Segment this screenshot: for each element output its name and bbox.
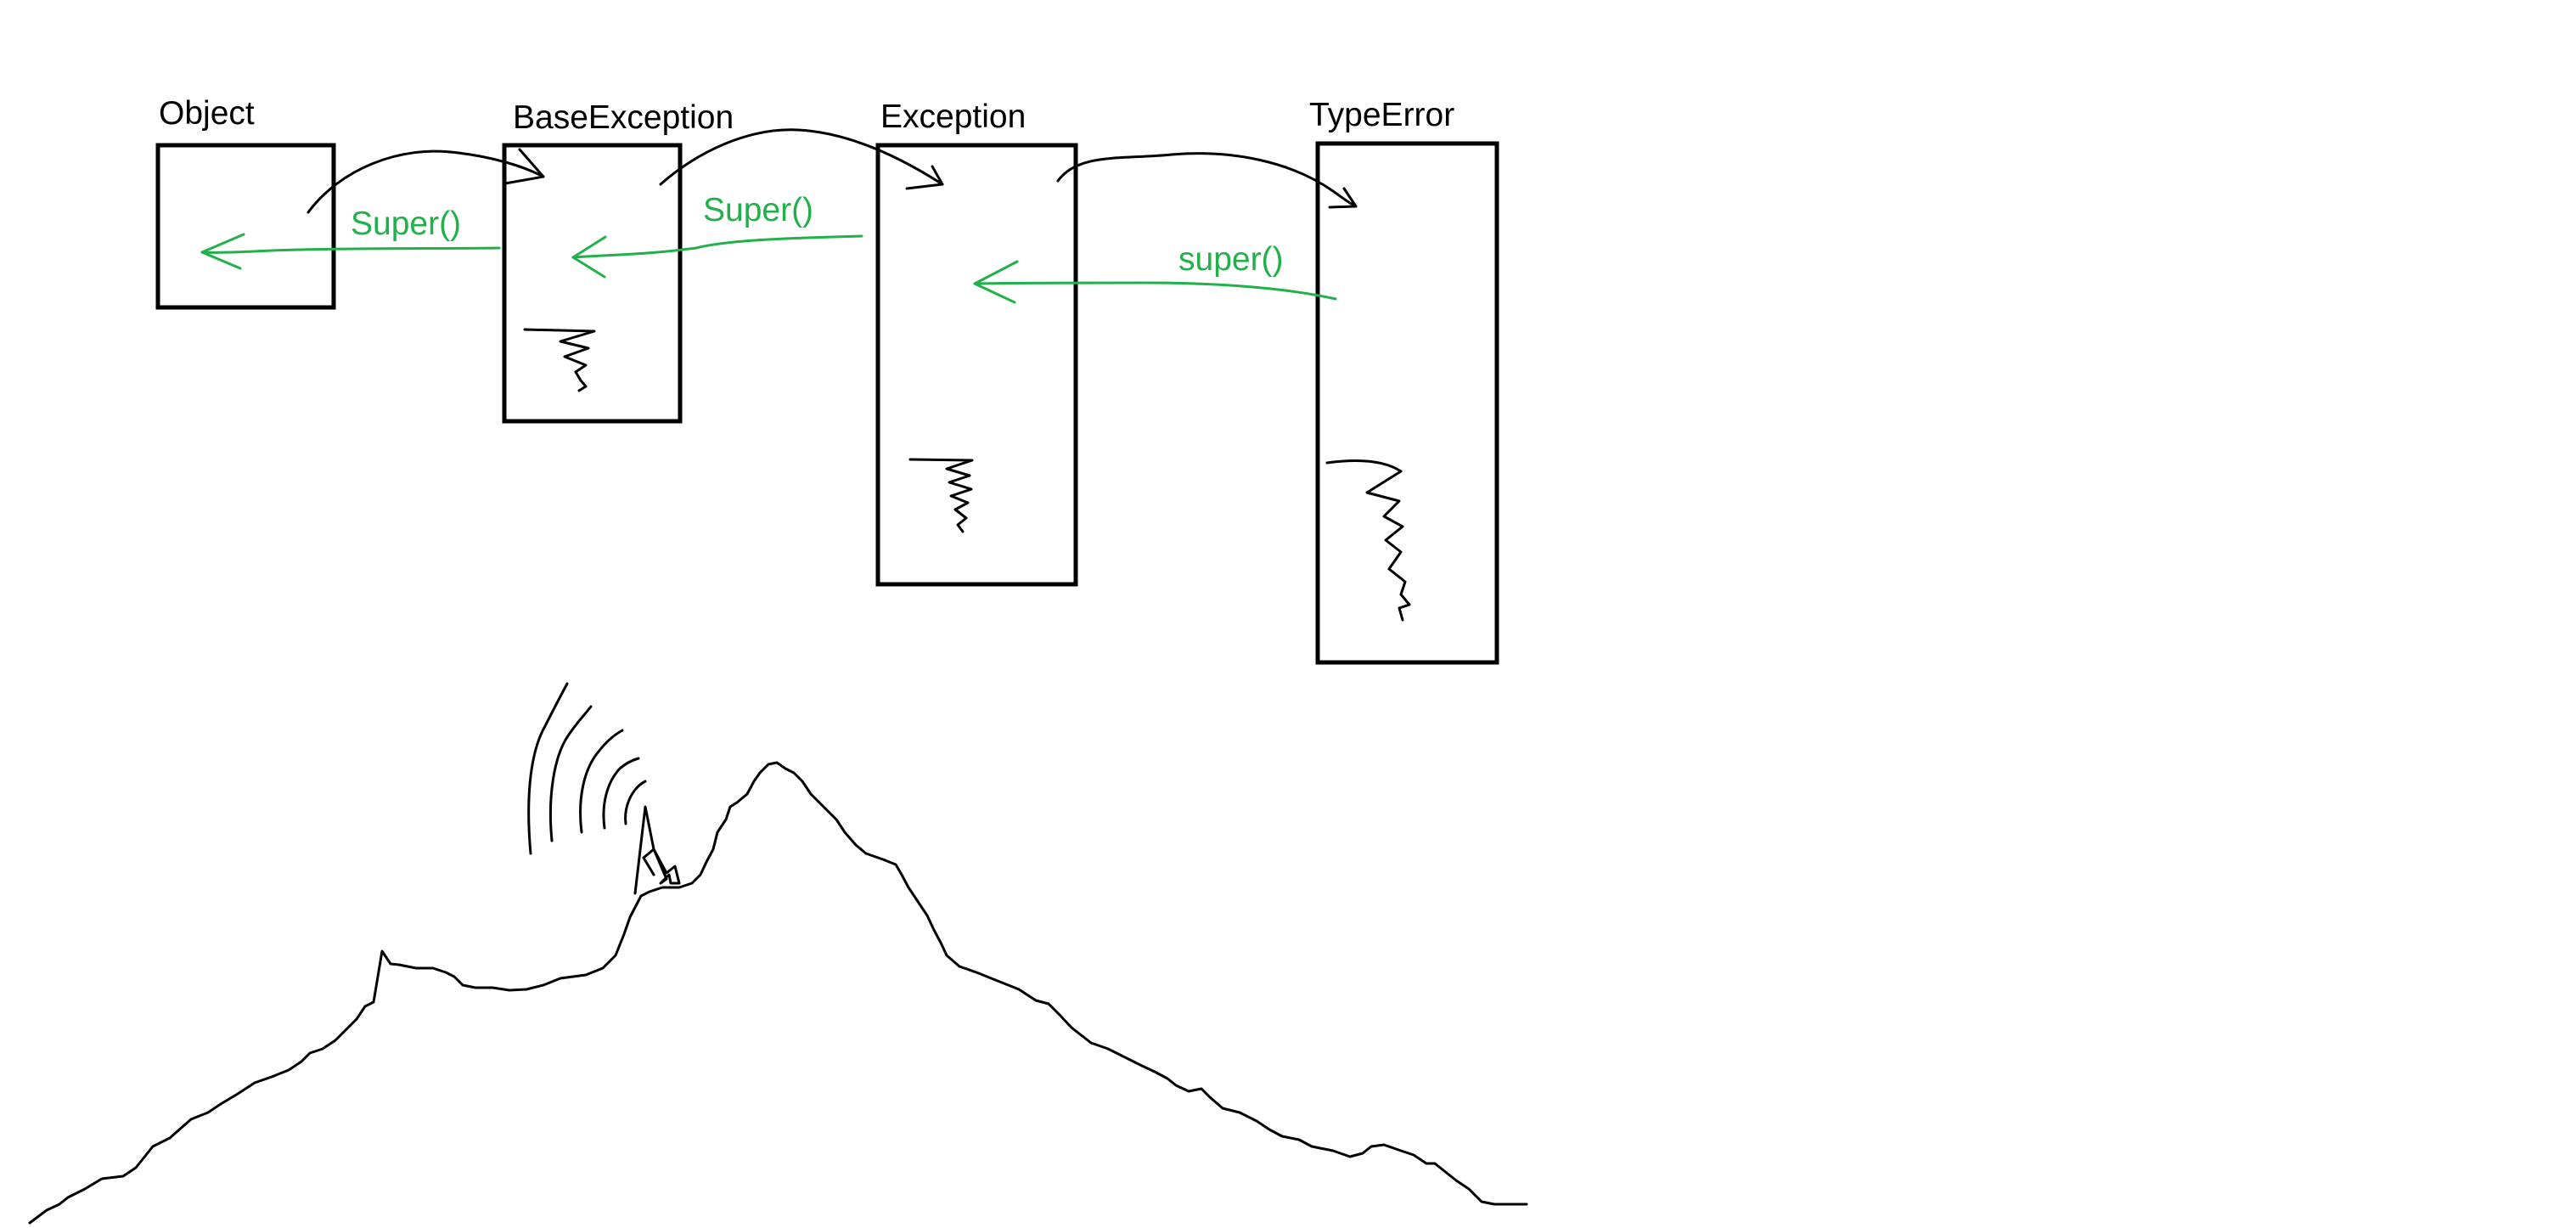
super-arrow-3 xyxy=(973,281,1337,301)
box-scribbles xyxy=(523,328,1411,622)
radio-wave-1 xyxy=(527,682,569,855)
scribble-base-exception xyxy=(523,328,596,392)
object-label: Object xyxy=(159,95,255,132)
inheritance-arrow-exception-to-typeerror xyxy=(1056,152,1358,208)
inheritance-arrow-exception-to-typeerror-head xyxy=(1328,187,1358,209)
base-exception-label: BaseException xyxy=(513,99,734,136)
exception-box xyxy=(875,143,1078,587)
inheritance-arrow-object-to-base xyxy=(307,149,545,214)
super-label-1: Super() xyxy=(351,206,461,242)
super-arrow-2 xyxy=(571,234,863,259)
radio-wave-3 xyxy=(579,729,624,834)
type-error-label: TypeError xyxy=(1309,97,1454,133)
super-call-arrows xyxy=(200,233,1337,304)
object-box xyxy=(155,143,336,310)
super-arrow-2-head xyxy=(571,235,607,279)
radio-tower xyxy=(633,805,681,895)
radio-wave-2 xyxy=(548,705,593,842)
type-error-box xyxy=(1315,141,1499,665)
scribble-type-error xyxy=(1325,459,1411,622)
scribble-exception xyxy=(908,458,974,533)
inheritance-arrow-base-to-exception xyxy=(659,128,944,186)
inheritance-arrows xyxy=(307,128,1358,214)
inheritance-arrow-object-to-base-head xyxy=(503,148,545,185)
super-arrow-1 xyxy=(200,246,501,254)
exception-class: Exception xyxy=(875,99,1078,587)
super-call-labels: Super() Super() super() xyxy=(351,192,1284,278)
mountain-ridge xyxy=(28,761,1528,1225)
object-class: Object xyxy=(155,95,336,310)
mountain-drawing xyxy=(28,682,1528,1225)
super-label-3: super() xyxy=(1178,241,1284,278)
type-error-class: TypeError xyxy=(1309,97,1499,665)
super-label-2: Super() xyxy=(703,192,813,228)
super-arrow-1-head xyxy=(200,233,245,270)
base-exception-box xyxy=(502,143,683,424)
radio-wave-5 xyxy=(624,780,647,825)
radio-wave-4 xyxy=(602,757,640,830)
base-exception-class: BaseException xyxy=(502,99,734,424)
inheritance-arrow-base-to-exception-head xyxy=(905,165,944,190)
exception-label: Exception xyxy=(880,99,1026,135)
super-arrow-3-head xyxy=(973,260,1019,304)
